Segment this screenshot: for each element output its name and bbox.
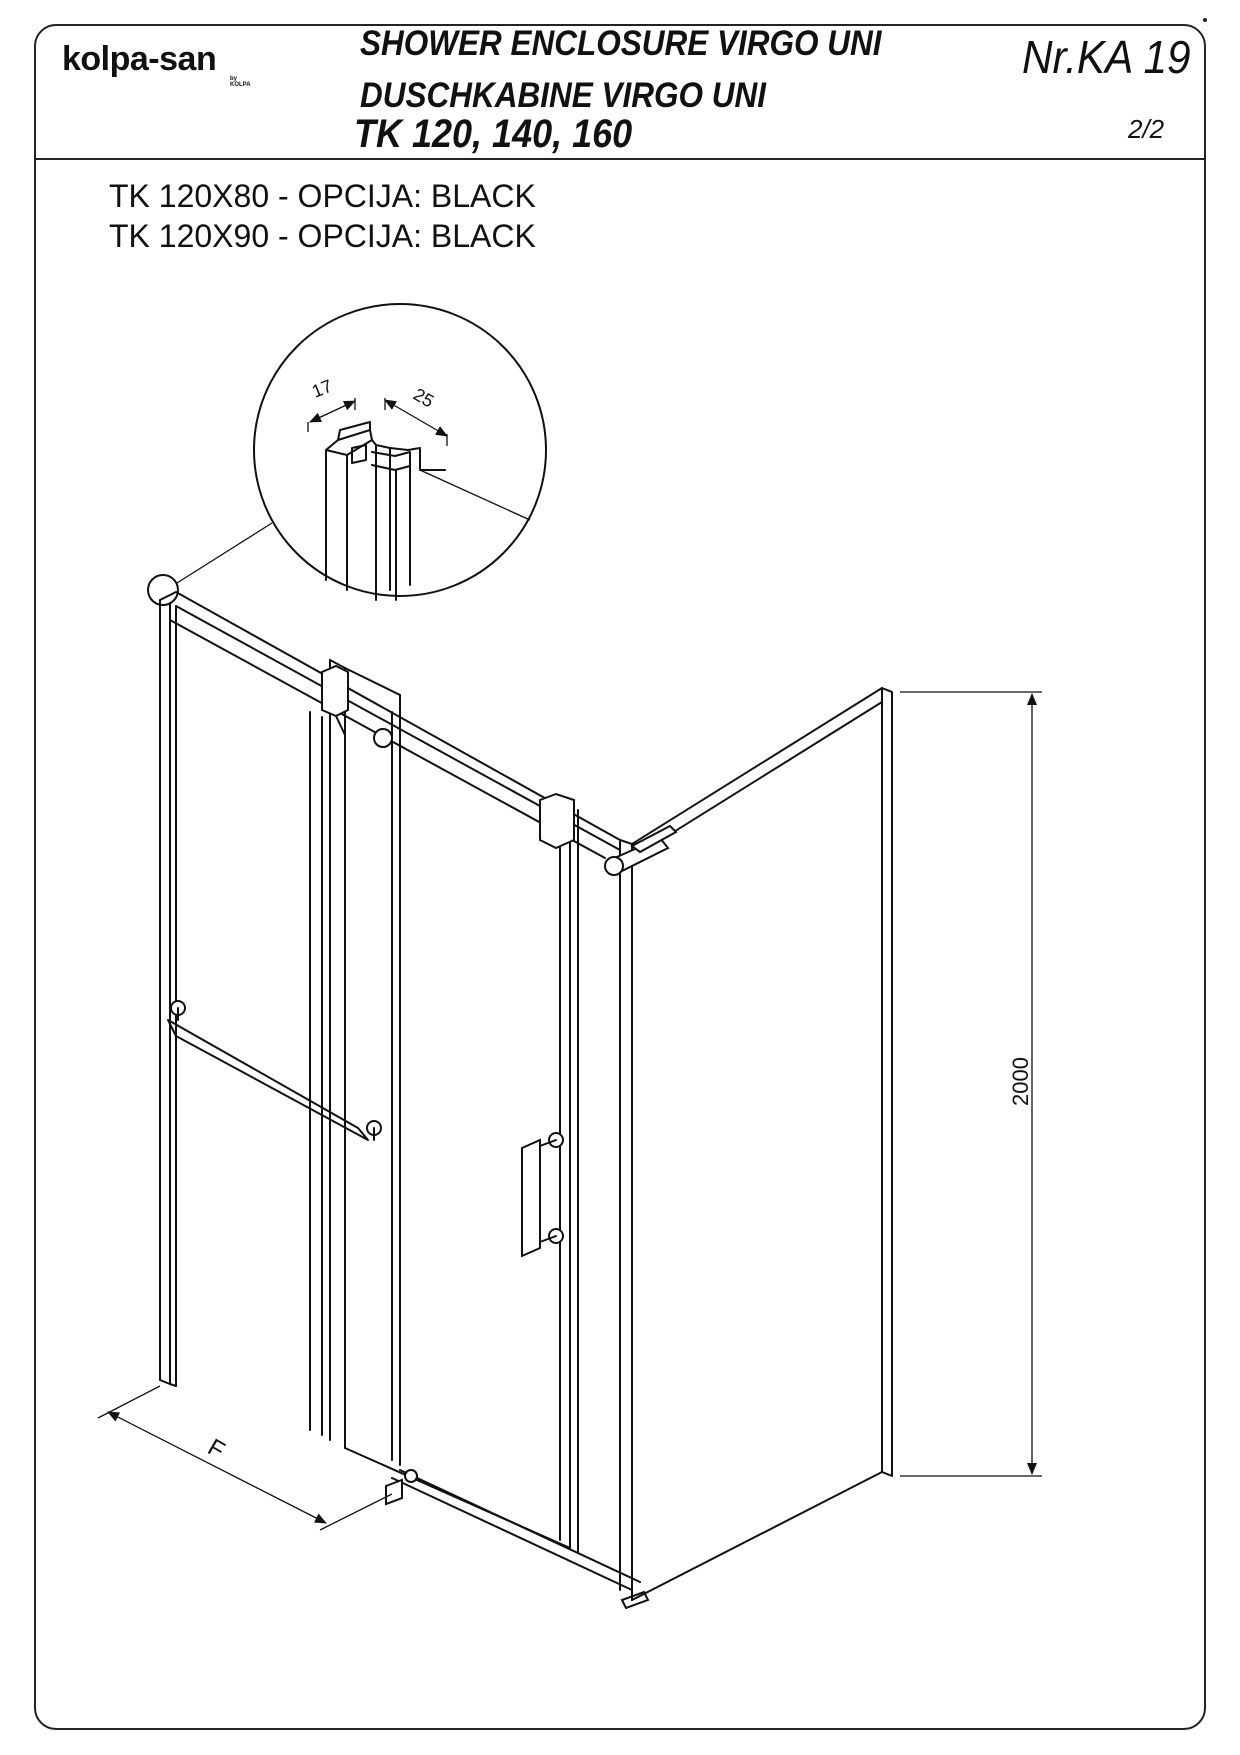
door-handle [521, 1138, 541, 1258]
roller-wheel [373, 728, 393, 748]
variant-line-2: TK 120X90 - OPCIJA: BLACK [109, 218, 536, 254]
sliding-door [321, 659, 650, 1610]
profile-flange [389, 447, 446, 471]
side-panel [604, 687, 893, 1601]
bottom-guide-left [385, 1478, 403, 1506]
door-right-edge [559, 799, 579, 1553]
profile-side-wall [395, 465, 411, 601]
detail-origin-circle [147, 574, 179, 606]
profile-body [325, 449, 348, 591]
top-roller-left [321, 664, 349, 718]
height-dimension: 2000 [900, 691, 1042, 1477]
width-dim-label: F [203, 1434, 229, 1465]
profile-glass-channel [371, 439, 391, 601]
side-panel-bottom [631, 1471, 883, 1601]
stabiliser-knob [604, 856, 624, 876]
profile-slot-right [371, 451, 411, 471]
header-separator [34, 158, 1206, 160]
width-dim-line [107, 1411, 327, 1524]
door-top-edge [329, 659, 401, 706]
sheet-number: 2/2 [1128, 114, 1165, 144]
bottom-guide-knob [404, 1469, 418, 1483]
title-german: DUSCHKABINE VIRGO UNI [360, 76, 767, 115]
stabiliser-bracket [630, 824, 678, 854]
detail-leader-line [176, 522, 273, 584]
title-english: SHOWER ENCLOSURE VIRGO UNI [360, 24, 882, 63]
width-ext-left [97, 1385, 161, 1419]
door-glass-mid [391, 704, 401, 1466]
dim-label-25: 25 [410, 384, 437, 411]
top-roller-right [539, 792, 575, 850]
fixed-panel-wall-profile [159, 599, 177, 1387]
fixed-panel [159, 591, 621, 1436]
variant-line-1: TK 120X80 - OPCIJA: BLACK [109, 178, 536, 214]
drawing-sheet-border [34, 24, 1206, 1730]
brand-logo: kolpa-san by KOLPA [62, 40, 251, 90]
width-dimension: F [97, 1385, 393, 1531]
corner-mark [1203, 18, 1207, 22]
dim-line-17 [309, 400, 356, 423]
towel-bar [167, 1019, 369, 1141]
dim-line-25 [384, 399, 448, 437]
profile-slot-left [351, 444, 367, 464]
profile-top-lip [337, 421, 371, 441]
document-number: Nr.KA 19 [1022, 31, 1191, 83]
door-left-edge [329, 659, 346, 1449]
brand-logo-text: kolpa-san [62, 40, 217, 78]
fixed-panel-glass-edge [309, 711, 323, 1436]
side-panel-left-edge [619, 839, 633, 1601]
side-panel-wall-profile [881, 687, 893, 1477]
brand-logo-sub: by KOLPA [230, 76, 251, 88]
model-list: TK 120, 140, 160 [354, 112, 633, 156]
bottom-track [391, 1469, 641, 1591]
glass-edge [419, 469, 531, 521]
dim-label-17: 17 [309, 376, 335, 402]
profile-detail: 17 25 [147, 303, 547, 606]
height-dim-label: 2000 [1008, 1057, 1033, 1106]
detail-circle [253, 303, 547, 597]
width-ext-right [319, 1493, 393, 1531]
